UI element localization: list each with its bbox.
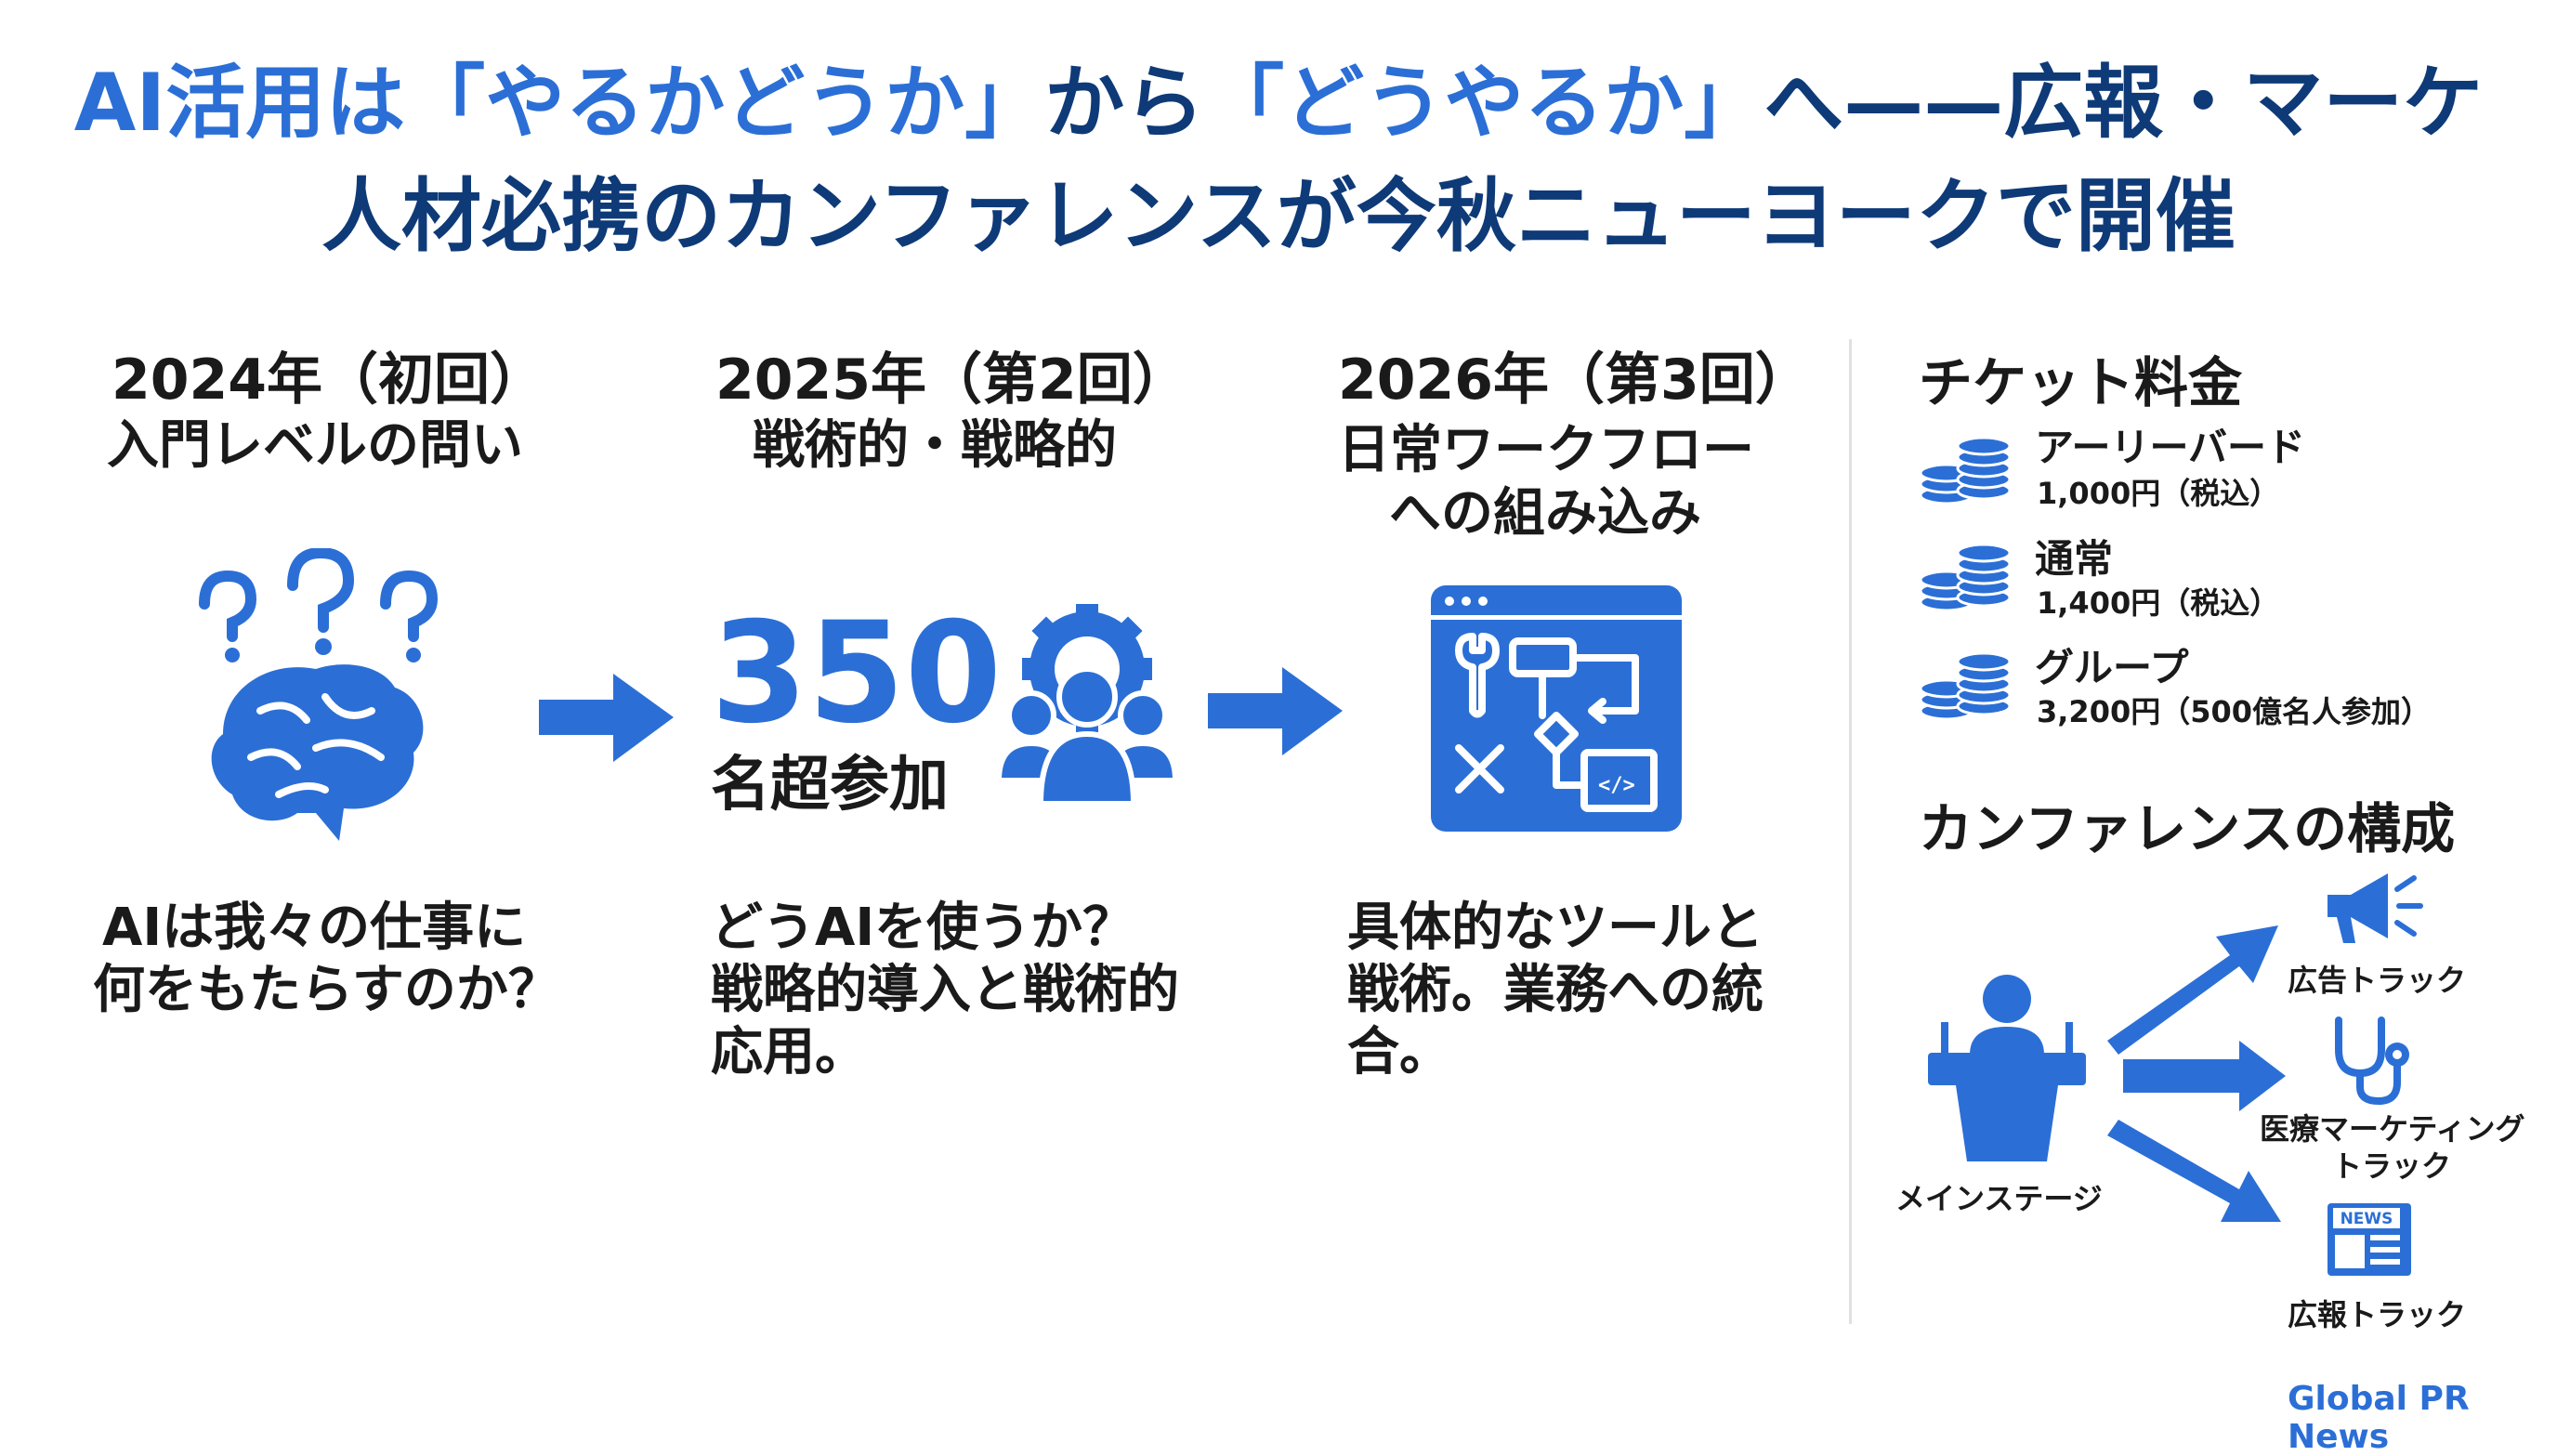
track-label-pr: 広報トラック (2288, 1297, 2467, 1332)
year-2026-description-2: 戦術。業務への統 (1347, 960, 1764, 1020)
headline-part-3: から (1044, 57, 1205, 150)
coins-icon (1919, 651, 2012, 720)
svg-text:</>: </> (1598, 774, 1635, 797)
arrow-right-icon (1208, 667, 1343, 755)
column-divider (1849, 339, 1852, 1324)
ticket-name-group: グループ (2035, 645, 2189, 690)
year-2025-subtitle: 戦術的・戦略的 (753, 415, 1117, 476)
brain-question-icon (199, 548, 439, 841)
ticket-price-regular: 1,400円（税込） (2037, 585, 2280, 621)
track-label-medical-marketing-2: トラック (2332, 1148, 2452, 1184)
track-label-medical-marketing-1: 医療マーケティング (2260, 1111, 2525, 1147)
coins-icon (1919, 543, 2012, 611)
year-2026-label: 2026年（第3回） (1338, 348, 1811, 413)
headline-line-2: 人材必携のカンファレンスが今秋ニューヨークで開催 (321, 170, 2236, 263)
people-gear-icon (995, 604, 1179, 807)
year-2026-subtitle-2: への組み込み (1389, 483, 1701, 544)
ticket-name-regular: 通常 (2035, 536, 2114, 582)
workflow-tools-icon: </> (1431, 585, 1682, 832)
attendance-number: 350 (711, 593, 1003, 754)
year-2024-label: 2024年（初回） (111, 348, 545, 413)
year-2026-subtitle-1: 日常ワークフロー (1338, 420, 1754, 480)
newspaper-icon-text: NEWS (2341, 1210, 2393, 1228)
year-2025-description-3: 応用。 (711, 1022, 867, 1082)
megaphone-icon (2328, 873, 2423, 943)
year-2024-description-1: AIは我々の仕事に (102, 898, 527, 958)
structure-title: カンファレンスの構成 (1919, 797, 2456, 860)
brand-footer: Global PR News (2288, 1380, 2470, 1456)
year-2025-description-2: 戦略的導入と戦術的 (711, 960, 1179, 1020)
podium-speaker-icon (1928, 975, 2086, 1161)
ticket-price-early-bird: 1,000円（税込） (2037, 476, 2280, 511)
tickets-title: チケット料金 (1919, 351, 2243, 414)
year-2025-description-1: どうAIを使うか？ (711, 898, 1135, 958)
headline-part-4: 「どうやるか」 (1204, 57, 1764, 150)
ticket-price-group: 3,200円（500億名人参加） (2037, 694, 2432, 729)
year-2024-subtitle: 入門レベルの問い (107, 415, 523, 476)
stethoscope-icon (2335, 1017, 2409, 1106)
newspaper-icon: NEWS (2328, 1203, 2411, 1276)
headline-part-1: AI活用は (73, 57, 406, 150)
year-2026-description-1: 具体的なツールと (1347, 898, 1764, 958)
main-stage-label: メインステージ (1895, 1181, 2103, 1216)
headline-line-1: AI活用は「やるかどうか」から「どうやるか」へ——広報・マーケ (0, 63, 2557, 143)
ticket-name-early-bird: アーリーバード (2035, 425, 2306, 470)
year-2025-label: 2025年（第2回） (715, 348, 1188, 413)
arrow-right-icon (539, 674, 674, 762)
attendance-label: 名超参加 (711, 751, 949, 820)
year-2026-description-3: 合。 (1347, 1022, 1451, 1082)
coins-icon (1919, 436, 2012, 505)
year-2024-description-2: 何をもたらすのか？ (93, 960, 560, 1020)
headline-part-2: 「やるかどうか」 (405, 57, 1045, 150)
track-label-advertising: 広告トラック (2288, 963, 2467, 998)
headline-part-5: へ——広報・マーケ (1764, 57, 2484, 150)
track-arrows (2107, 925, 2286, 1222)
